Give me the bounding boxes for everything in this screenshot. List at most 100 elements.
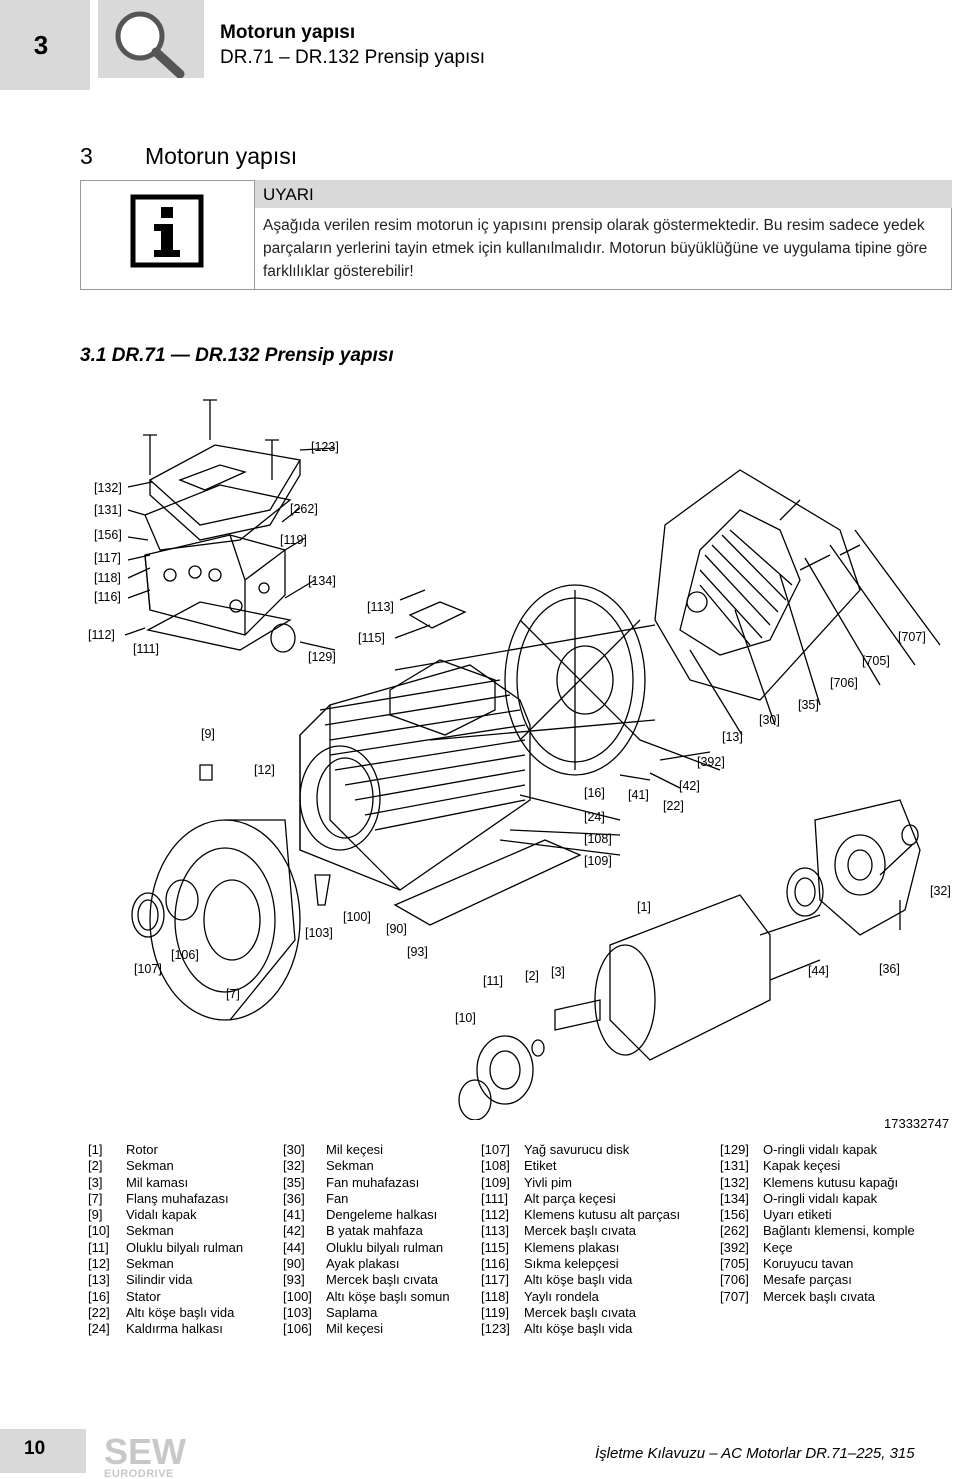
figure-label: [117]	[94, 551, 121, 565]
figure-label: [705]	[862, 654, 890, 668]
legend-item: [262]Bağlantı klemensi, komple	[720, 1223, 915, 1239]
warning-text: Aşağıda verilen resim motorun iç yapısın…	[263, 217, 928, 280]
legend-item: [118]Yaylı rondela	[481, 1288, 599, 1304]
figure-label: [108]	[584, 832, 612, 846]
figure-label: [36]	[879, 962, 900, 976]
figure-label: [123]	[311, 440, 339, 454]
legend-item: [100]Altı köşe başlı somun	[283, 1288, 450, 1304]
sew-eurodrive-logo: SEW EURODRIVE	[104, 1432, 186, 1478]
legend-item: [12]Sekman	[88, 1256, 174, 1272]
figure-label: [35]	[798, 698, 819, 712]
legend-item: [7]Flanş muhafazası	[88, 1190, 229, 1206]
legend-item: [107]Yağ savurucu disk	[481, 1142, 630, 1157]
legend-item: [117]Altı köşe başlı vida	[481, 1272, 633, 1288]
legend-item: [129]O-ringli vidalı kapak	[720, 1142, 878, 1157]
legend-item: [111]Alt parça keçesi	[481, 1190, 616, 1206]
figure-label: [16]	[584, 786, 605, 800]
legend-item: [108]Etiket	[481, 1158, 557, 1174]
page-number-tab	[0, 1429, 86, 1473]
figure-label: [111]	[133, 642, 159, 656]
figure-label: [113]	[367, 600, 394, 614]
figure-label: [107]	[134, 962, 162, 976]
legend-item: [90]Ayak plakası	[283, 1256, 400, 1272]
legend-item: [131]Kapak keçesi	[720, 1158, 841, 1174]
figure-label: [706]	[830, 676, 858, 690]
legend-item: [30]Mil keçesi	[283, 1142, 384, 1157]
figure-label: [156]	[94, 528, 122, 542]
figure-label: [112]	[88, 628, 115, 642]
legend-item: [706]Mesafe parçası	[720, 1272, 852, 1288]
legend-item: [22]Altı köşe başlı vida	[88, 1304, 235, 1320]
legend-item: [119]Mercek başlı cıvata	[481, 1304, 636, 1320]
legend-item: [24]Kaldırma halkası	[88, 1321, 223, 1337]
figure-label: [116]	[94, 590, 121, 604]
legend-item: [123]Altı köşe başlı vida	[481, 1321, 633, 1337]
figure-label: [42]	[679, 779, 700, 793]
info-icon	[80, 180, 255, 290]
chapter-tab	[0, 0, 90, 90]
figure-label: [129]	[308, 650, 336, 664]
figure-label: [392]	[697, 755, 725, 769]
figure-label: [119]	[280, 533, 307, 547]
legend-item: [112]Klemens kutusu alt parçası	[481, 1207, 681, 1223]
figure-label: [1]	[637, 900, 651, 914]
legend-item: [93]Mercek başlı cıvata	[283, 1272, 438, 1288]
svg-text:SEW: SEW	[104, 1432, 186, 1472]
figure-label: [103]	[305, 926, 333, 940]
legend-item: [16]Stator	[88, 1288, 161, 1304]
figure-label: [707]	[898, 630, 926, 644]
figure-label: [90]	[386, 922, 407, 936]
legend-item: [35]Fan muhafazası	[283, 1174, 420, 1190]
figure-label: [3]	[551, 965, 565, 979]
legend-item: [13]Silindir vida	[88, 1272, 193, 1288]
legend-item: [707]Mercek başlı cıvata	[720, 1288, 875, 1304]
legend-item: [36]Fan	[283, 1190, 349, 1206]
legend-item: [113]Mercek başlı cıvata	[481, 1223, 636, 1239]
figure-label: [93]	[407, 945, 428, 959]
figure-label: [109]	[584, 854, 612, 868]
figure-label: [12]	[254, 763, 275, 777]
legend-item: [32]Sekman	[283, 1158, 374, 1174]
legend-column-3: [107]Yağ savurucu disk [108]Etiket [109]…	[481, 1142, 680, 1338]
figure-label: [11]	[483, 974, 503, 988]
legend-item: [3]Mil kaması	[88, 1174, 189, 1190]
figure-label: [118]	[94, 571, 121, 585]
figure-label: [115]	[358, 631, 385, 645]
legend-item: [134]O-ringli vidalı kapak	[720, 1190, 878, 1206]
figure-label: [13]	[722, 730, 743, 744]
figure-label: [132]	[94, 481, 122, 495]
legend-item: [9]Vidalı kapak	[88, 1207, 197, 1223]
figure-label: [44]	[808, 964, 829, 978]
subsection-title: 3.1 DR.71 — DR.132 Prensip yapısı	[80, 345, 394, 366]
figure-label: [10]	[455, 1011, 476, 1025]
page-number: 10	[24, 1438, 46, 1459]
legend-column-4: [129]O-ringli vidalı kapak [131]Kapak ke…	[720, 1142, 915, 1305]
section-number: 3	[80, 143, 93, 169]
figure-label: [2]	[525, 969, 539, 983]
warning-header	[255, 180, 952, 208]
legend-item: [2]Sekman	[88, 1158, 174, 1174]
legend-item: [132]Klemens kutusu kapağı	[720, 1174, 899, 1190]
legend-item: [1]Rotor	[88, 1142, 158, 1157]
chapter-number: 3	[33, 30, 49, 60]
figure-label: [100]	[343, 910, 371, 924]
figure-label: [9]	[201, 727, 215, 741]
legend-item: [705]Koruyucu tavan	[720, 1256, 854, 1272]
figure-label: [134]	[308, 574, 336, 588]
figure-label: [106]	[171, 948, 199, 962]
legend-item: [109]Yivli pim	[481, 1174, 572, 1190]
svg-text:EURODRIVE: EURODRIVE	[104, 1468, 174, 1478]
legend-item: [41]Dengeleme halkası	[283, 1207, 438, 1223]
figure-label: [24]	[584, 810, 605, 824]
figure-label: [7]	[226, 987, 240, 1001]
legend-item: [116]Sıkma kelepçesi	[481, 1256, 619, 1272]
figure-label: [22]	[663, 799, 684, 813]
figure-id: 173332747	[884, 1116, 950, 1131]
legend-column-1: [1]Rotor [2]Sekman [3]Mil kaması [7]Flan…	[88, 1142, 243, 1338]
figure-label: [131]	[94, 503, 122, 517]
warning-title: UYARI	[263, 185, 314, 204]
legend-item: [115]Klemens plakası	[481, 1239, 620, 1255]
footer-text: İşletme Kılavuzu – AC Motorlar DR.71–225…	[595, 1445, 915, 1462]
legend-item: [103]Saplama	[283, 1304, 378, 1320]
legend-item: [11]Oluklu bilyalı rulman	[88, 1239, 244, 1255]
